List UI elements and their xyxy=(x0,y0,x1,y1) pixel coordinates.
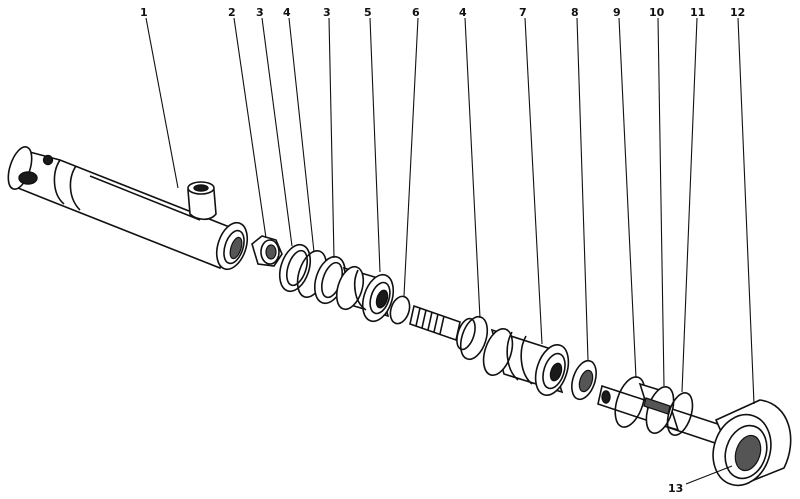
label-part-4a: 4 xyxy=(283,6,291,19)
part-3-o-ring-a xyxy=(278,243,312,293)
label-part-11: 11 xyxy=(690,6,705,19)
label-part-9: 9 xyxy=(613,6,621,19)
piston-rod-thread xyxy=(409,304,476,351)
label-part-4b: 4 xyxy=(459,6,467,19)
label-part-12: 12 xyxy=(730,6,745,19)
label-part-6: 6 xyxy=(412,6,420,19)
label-part-13: 13 xyxy=(668,482,683,495)
label-part-2: 2 xyxy=(228,6,236,19)
part-6-small-o-ring xyxy=(389,295,411,325)
part-8-washer xyxy=(571,359,597,401)
label-part-1: 1 xyxy=(140,6,148,19)
leader-lines xyxy=(145,17,755,485)
label-part-10: 10 xyxy=(649,6,665,19)
part-7-piston xyxy=(482,328,570,396)
label-part-7: 7 xyxy=(519,6,527,19)
part-9-o-ring xyxy=(614,376,646,428)
part-11-o-ring xyxy=(666,392,694,436)
label-part-5: 5 xyxy=(364,6,372,19)
part-5-gland xyxy=(335,265,395,323)
part-12-rod-eye xyxy=(712,399,792,487)
label-part-3a: 3 xyxy=(256,6,264,19)
label-part-8: 8 xyxy=(571,6,579,19)
part-2-nut xyxy=(251,235,283,267)
part-4-backup-ring-b xyxy=(459,315,489,361)
label-part-3b: 3 xyxy=(323,6,331,19)
part-1-cylinder-barrel xyxy=(7,146,249,271)
